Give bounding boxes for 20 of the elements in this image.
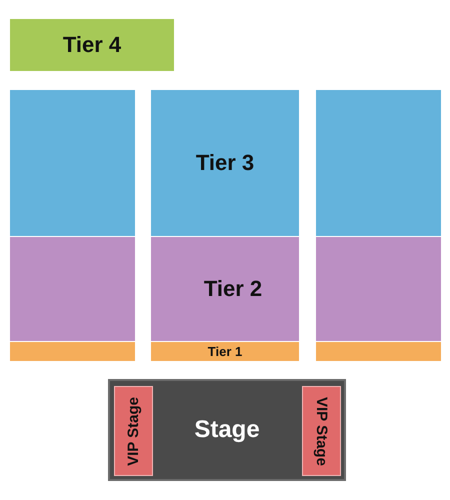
vip-stage (302, 386, 341, 476)
seating-section (151, 237, 299, 341)
seating-section (151, 342, 299, 361)
section-label: Stage (194, 418, 260, 442)
section-label: Tier 3 (196, 152, 254, 174)
seating-section (10, 90, 135, 236)
vip-stage (114, 386, 153, 476)
section-label: Tier 4 (62, 34, 122, 56)
seating-section (316, 237, 441, 341)
seating-section (10, 237, 135, 341)
seating-section (151, 90, 299, 236)
seating-section (10, 342, 135, 361)
section-label: VIP Stage (126, 396, 141, 466)
section-label: Tier 1 (208, 345, 242, 358)
section-label: VIP Stage (314, 396, 329, 466)
stage (108, 379, 346, 481)
section-label: Tier 2 (202, 278, 262, 300)
seating-section (316, 90, 441, 236)
seating-section (10, 19, 174, 71)
seating-section (316, 342, 441, 361)
